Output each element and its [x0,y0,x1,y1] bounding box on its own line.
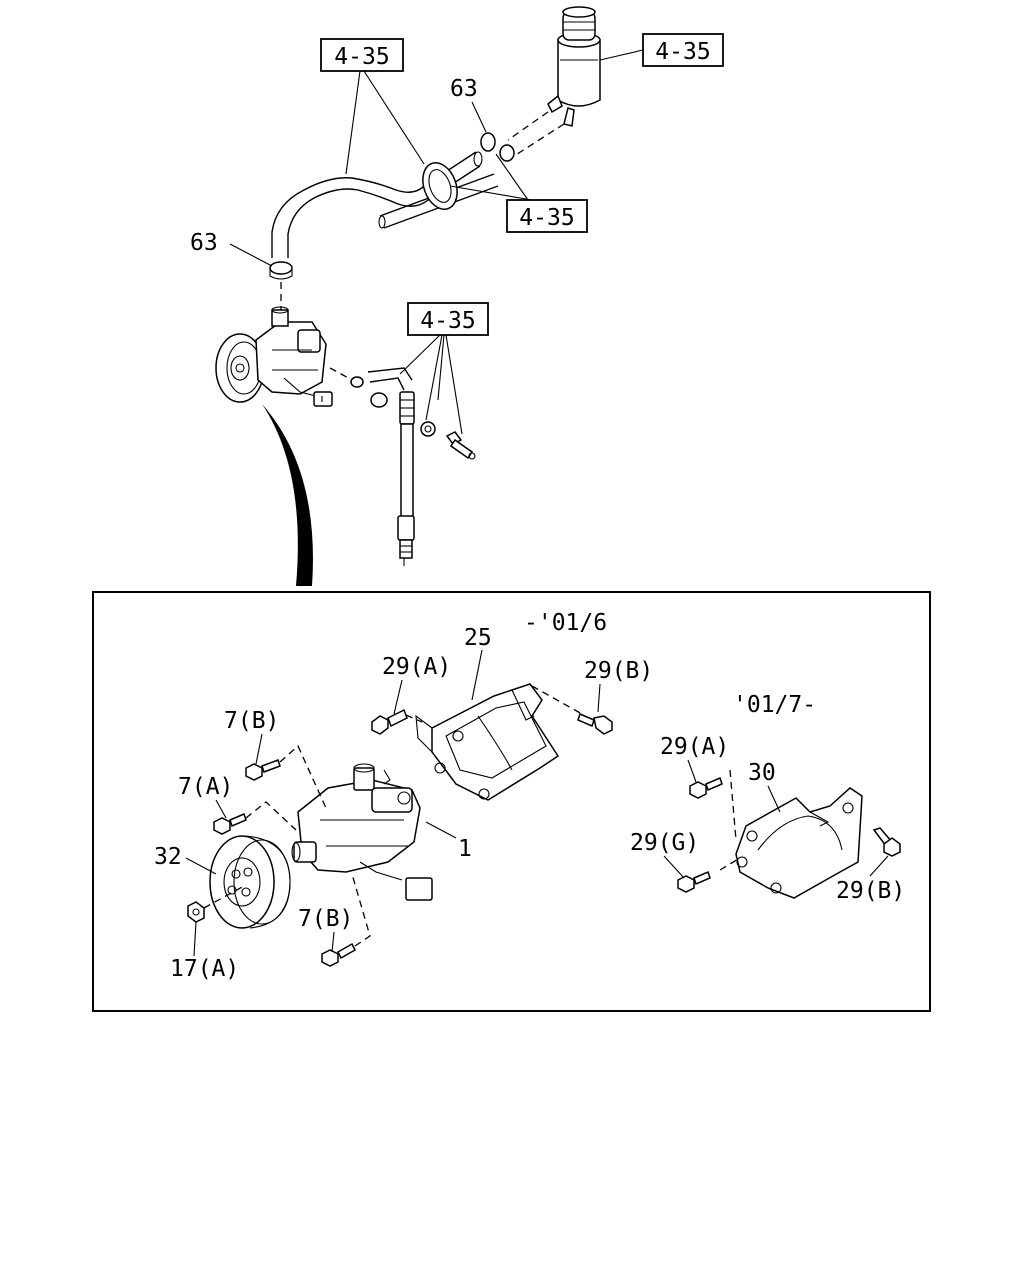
callout-bolt-29a-early: 29(A) [382,654,451,680]
callout-clip-lower: 63 [190,230,218,256]
ref-box-hose-top[interactable]: 4-35 [320,38,404,72]
svg-text:4-35: 4-35 [420,308,475,334]
svg-text:4-35: 4-35 [334,44,389,70]
callout-bolt-29g-late: 29(G) [630,830,699,856]
hose-clip-upper [480,132,515,162]
hose-grommet [422,162,458,210]
bolt-7a [213,812,247,835]
ref-box-hose-mid[interactable]: 4-35 [506,199,588,233]
callout-bolt-29a-late: 29(A) [660,734,729,760]
svg-text:4-35: 4-35 [655,39,710,65]
callout-pump: 1 [458,836,472,862]
bolt-7b-bottom [321,942,356,967]
bolt-29g-late [677,870,711,893]
variant-label-early: -'01/6 [524,610,607,636]
bolt-7b-top [245,759,281,781]
pressure-pipe [350,367,415,566]
bolt-29a-early [371,708,408,735]
power-steering-pump [291,763,433,901]
detail-frame [92,591,931,1012]
callout-nut: 17(A) [170,956,239,982]
svg-text:4-35: 4-35 [519,205,574,231]
callout-bolt-7a: 7(A) [178,774,233,800]
pulley [209,835,291,929]
callout-bracket-early: 25 [464,625,492,651]
washer [420,421,436,437]
bolt-29a-late [689,776,723,799]
bolt-29b-early [577,712,613,735]
bracket-early [415,683,560,801]
callout-bolt-7b-top: 7(B) [224,708,279,734]
variant-label-late: '01/7- [733,692,816,718]
bolt-29b-late [872,827,901,857]
union-bolt [445,431,476,460]
callout-bolt-7b-bottom: 7(B) [298,906,353,932]
ref-box-pipe[interactable]: 4-35 [407,302,489,336]
pump-assembly-overview [215,306,333,407]
callout-pulley: 32 [154,844,182,870]
pulley-nut [187,901,205,923]
hose-clip-lower [269,261,293,280]
ref-box-reservoir[interactable]: 4-35 [642,33,724,67]
callout-bolt-29b-early: 29(B) [584,658,653,684]
callout-clip-upper: 63 [450,76,478,102]
callout-bolt-29b-late: 29(B) [836,878,905,904]
callout-bracket-late: 30 [748,760,776,786]
bracket-late [735,787,863,899]
return-hose [271,151,483,258]
reservoir [547,6,601,127]
belt-indicator [262,404,313,586]
